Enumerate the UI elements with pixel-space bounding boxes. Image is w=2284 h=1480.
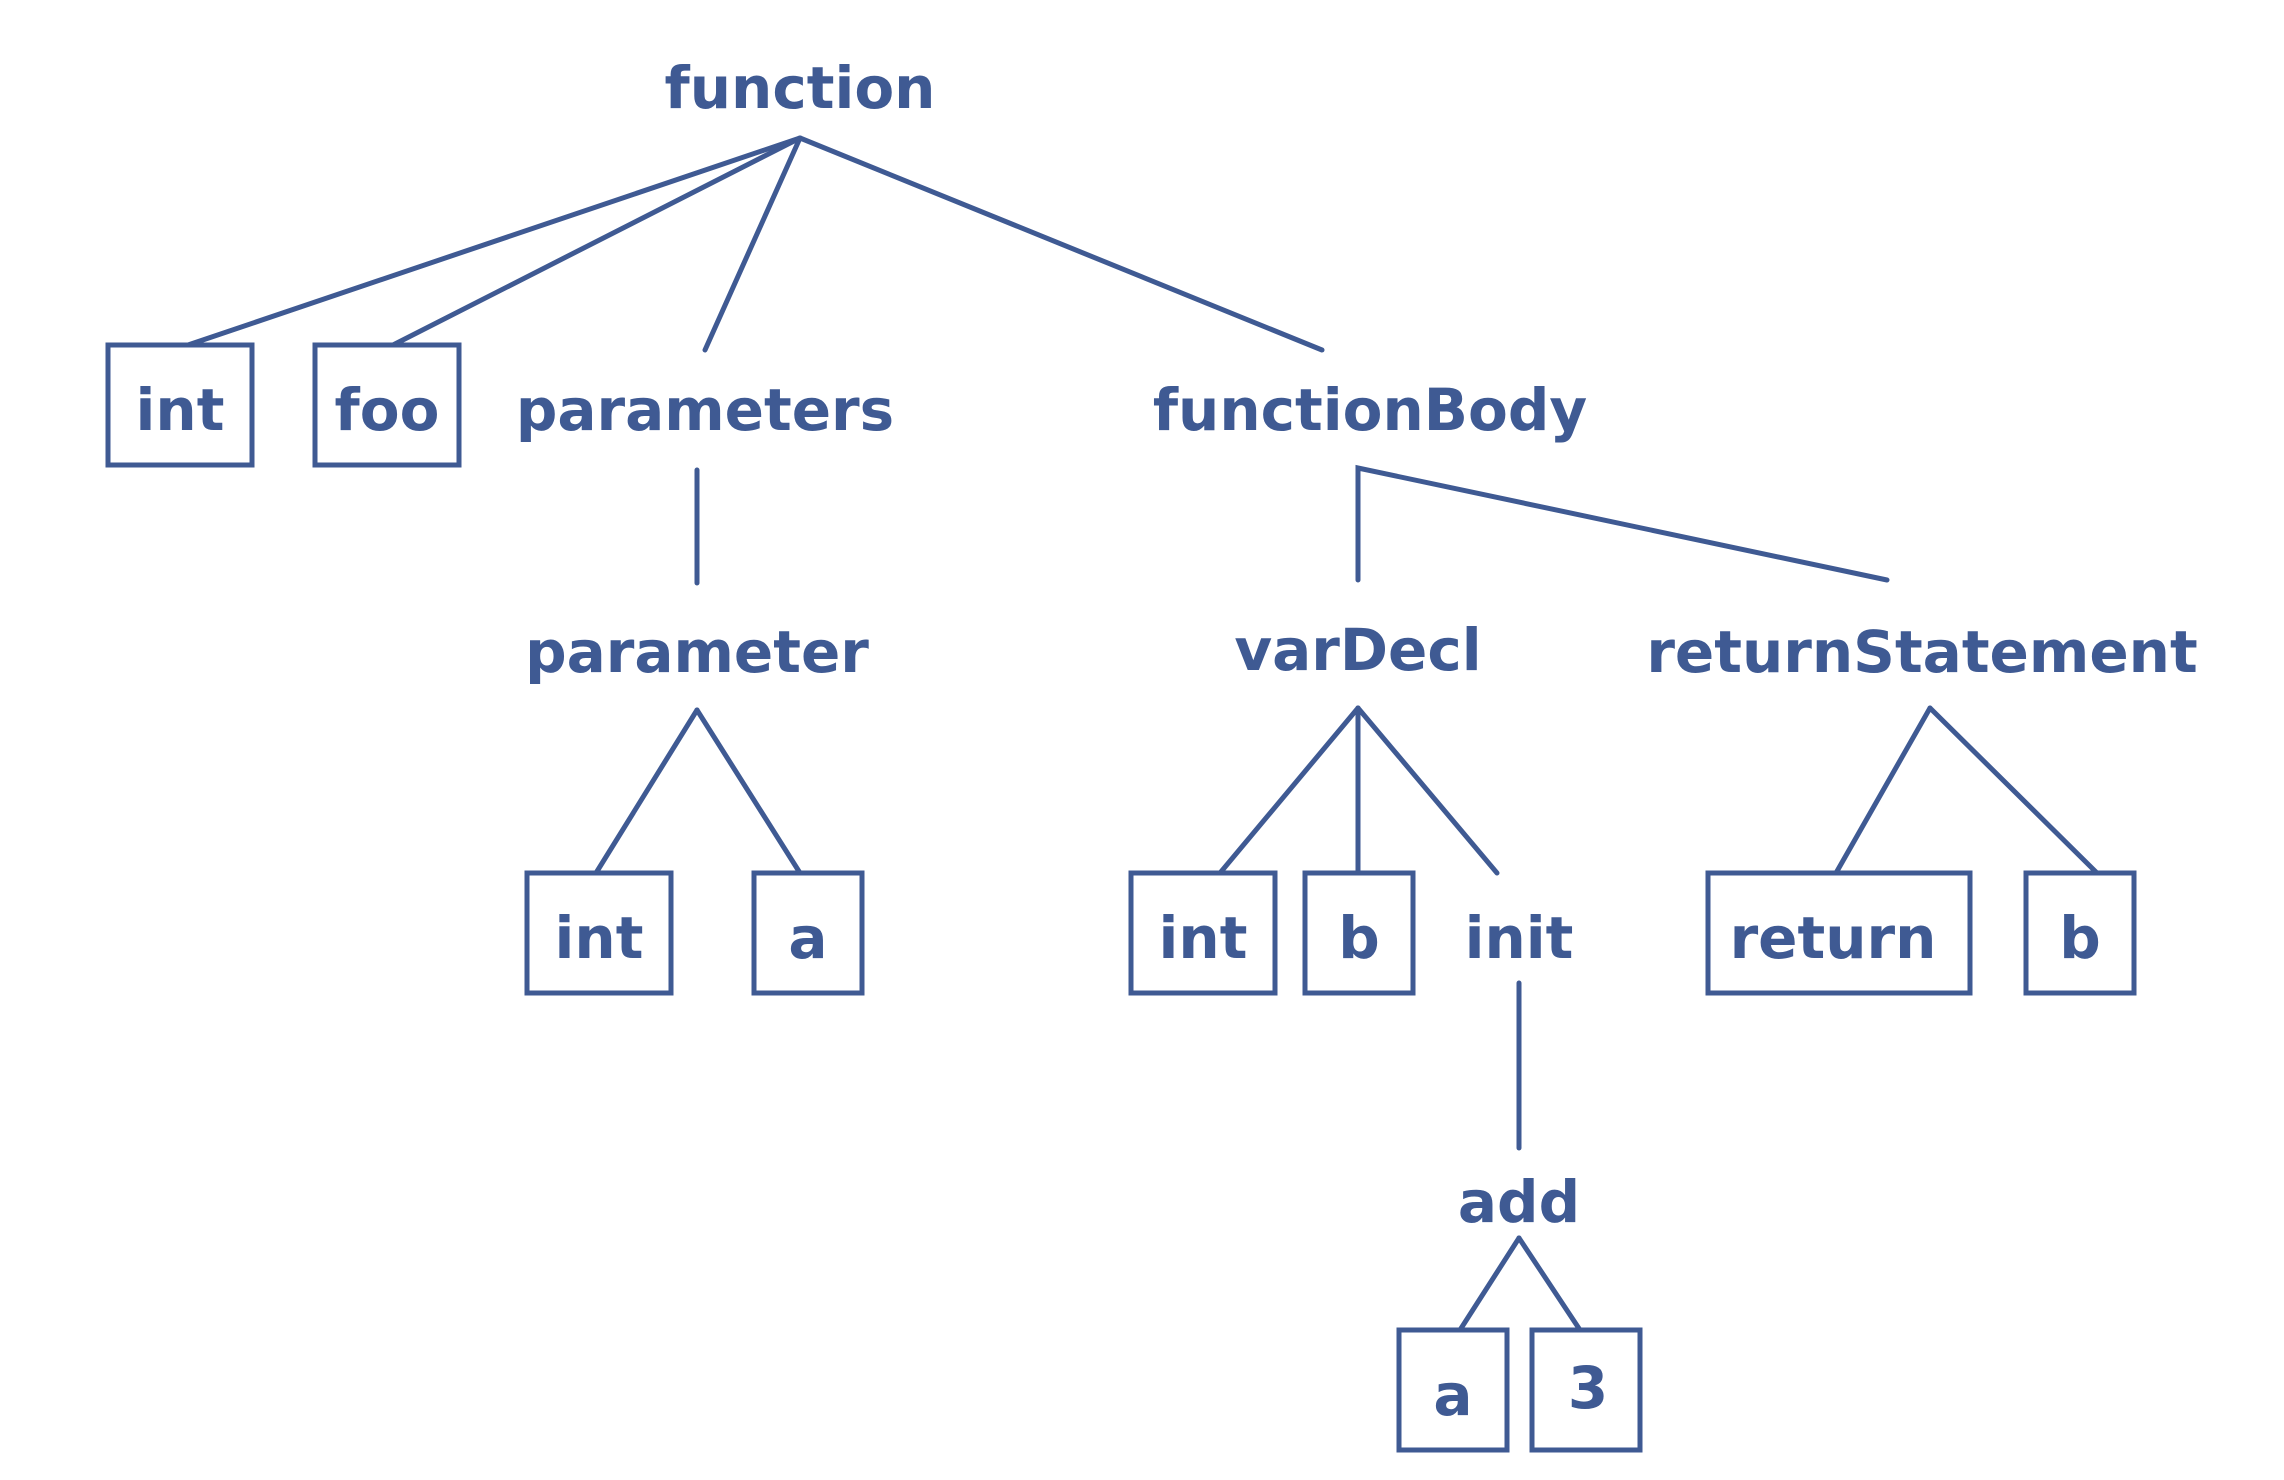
node-return-kw: return [1730,904,1937,972]
box-foo [312,342,462,468]
box-add-a [1396,1327,1510,1453]
node-add-a: a [1433,1361,1472,1429]
box-param-int [524,870,674,996]
edge-returnstatement-b [1927,705,2100,876]
node-param-int: int [555,904,644,972]
node-int-return-type: int [136,376,225,444]
edge-returnstatement-return [1833,705,1933,876]
edge-function-foo [390,135,803,348]
edge-functionbody-vardecl [1355,464,1890,583]
box-param-a [751,870,865,996]
box-return-kw [1705,870,1973,996]
edge-vardecl-init [1355,705,1500,876]
node-init: init [1465,904,1574,972]
node-function: function [665,54,936,122]
node-var-int: int [1159,904,1248,972]
node-foo: foo [335,376,440,444]
edge-add-3 [1516,1235,1583,1333]
node-param-a: a [788,904,827,972]
node-returnstatement: returnStatement [1646,618,2197,686]
box-int-return-type [105,342,255,468]
edge-add-a [1457,1235,1522,1333]
box-add-3 [1529,1327,1643,1453]
edge-function-int [185,135,803,348]
terminal-boxes [105,342,2137,1453]
node-add: add [1458,1168,1580,1236]
edge-vardecl-int [1217,705,1361,876]
box-var-b [1302,870,1416,996]
box-var-int [1128,870,1278,996]
edge-function-parameters [702,135,803,353]
node-return-b: b [2059,904,2101,972]
node-parameters: parameters [516,376,894,444]
edge-parameter-a [694,707,803,876]
node-var-b: b [1338,904,1380,972]
box-return-b [2023,870,2137,996]
edge-parameter-int [593,707,700,876]
node-parameter: parameter [525,618,869,686]
tree-edges [185,135,2100,1333]
node-labels: function int foo parameters functionBody… [136,54,2198,1429]
node-vardecl: varDecl [1234,616,1481,684]
edge-function-functionbody [797,135,1325,353]
node-add-3: 3 [1568,1354,1608,1422]
node-functionbody: functionBody [1153,376,1587,444]
